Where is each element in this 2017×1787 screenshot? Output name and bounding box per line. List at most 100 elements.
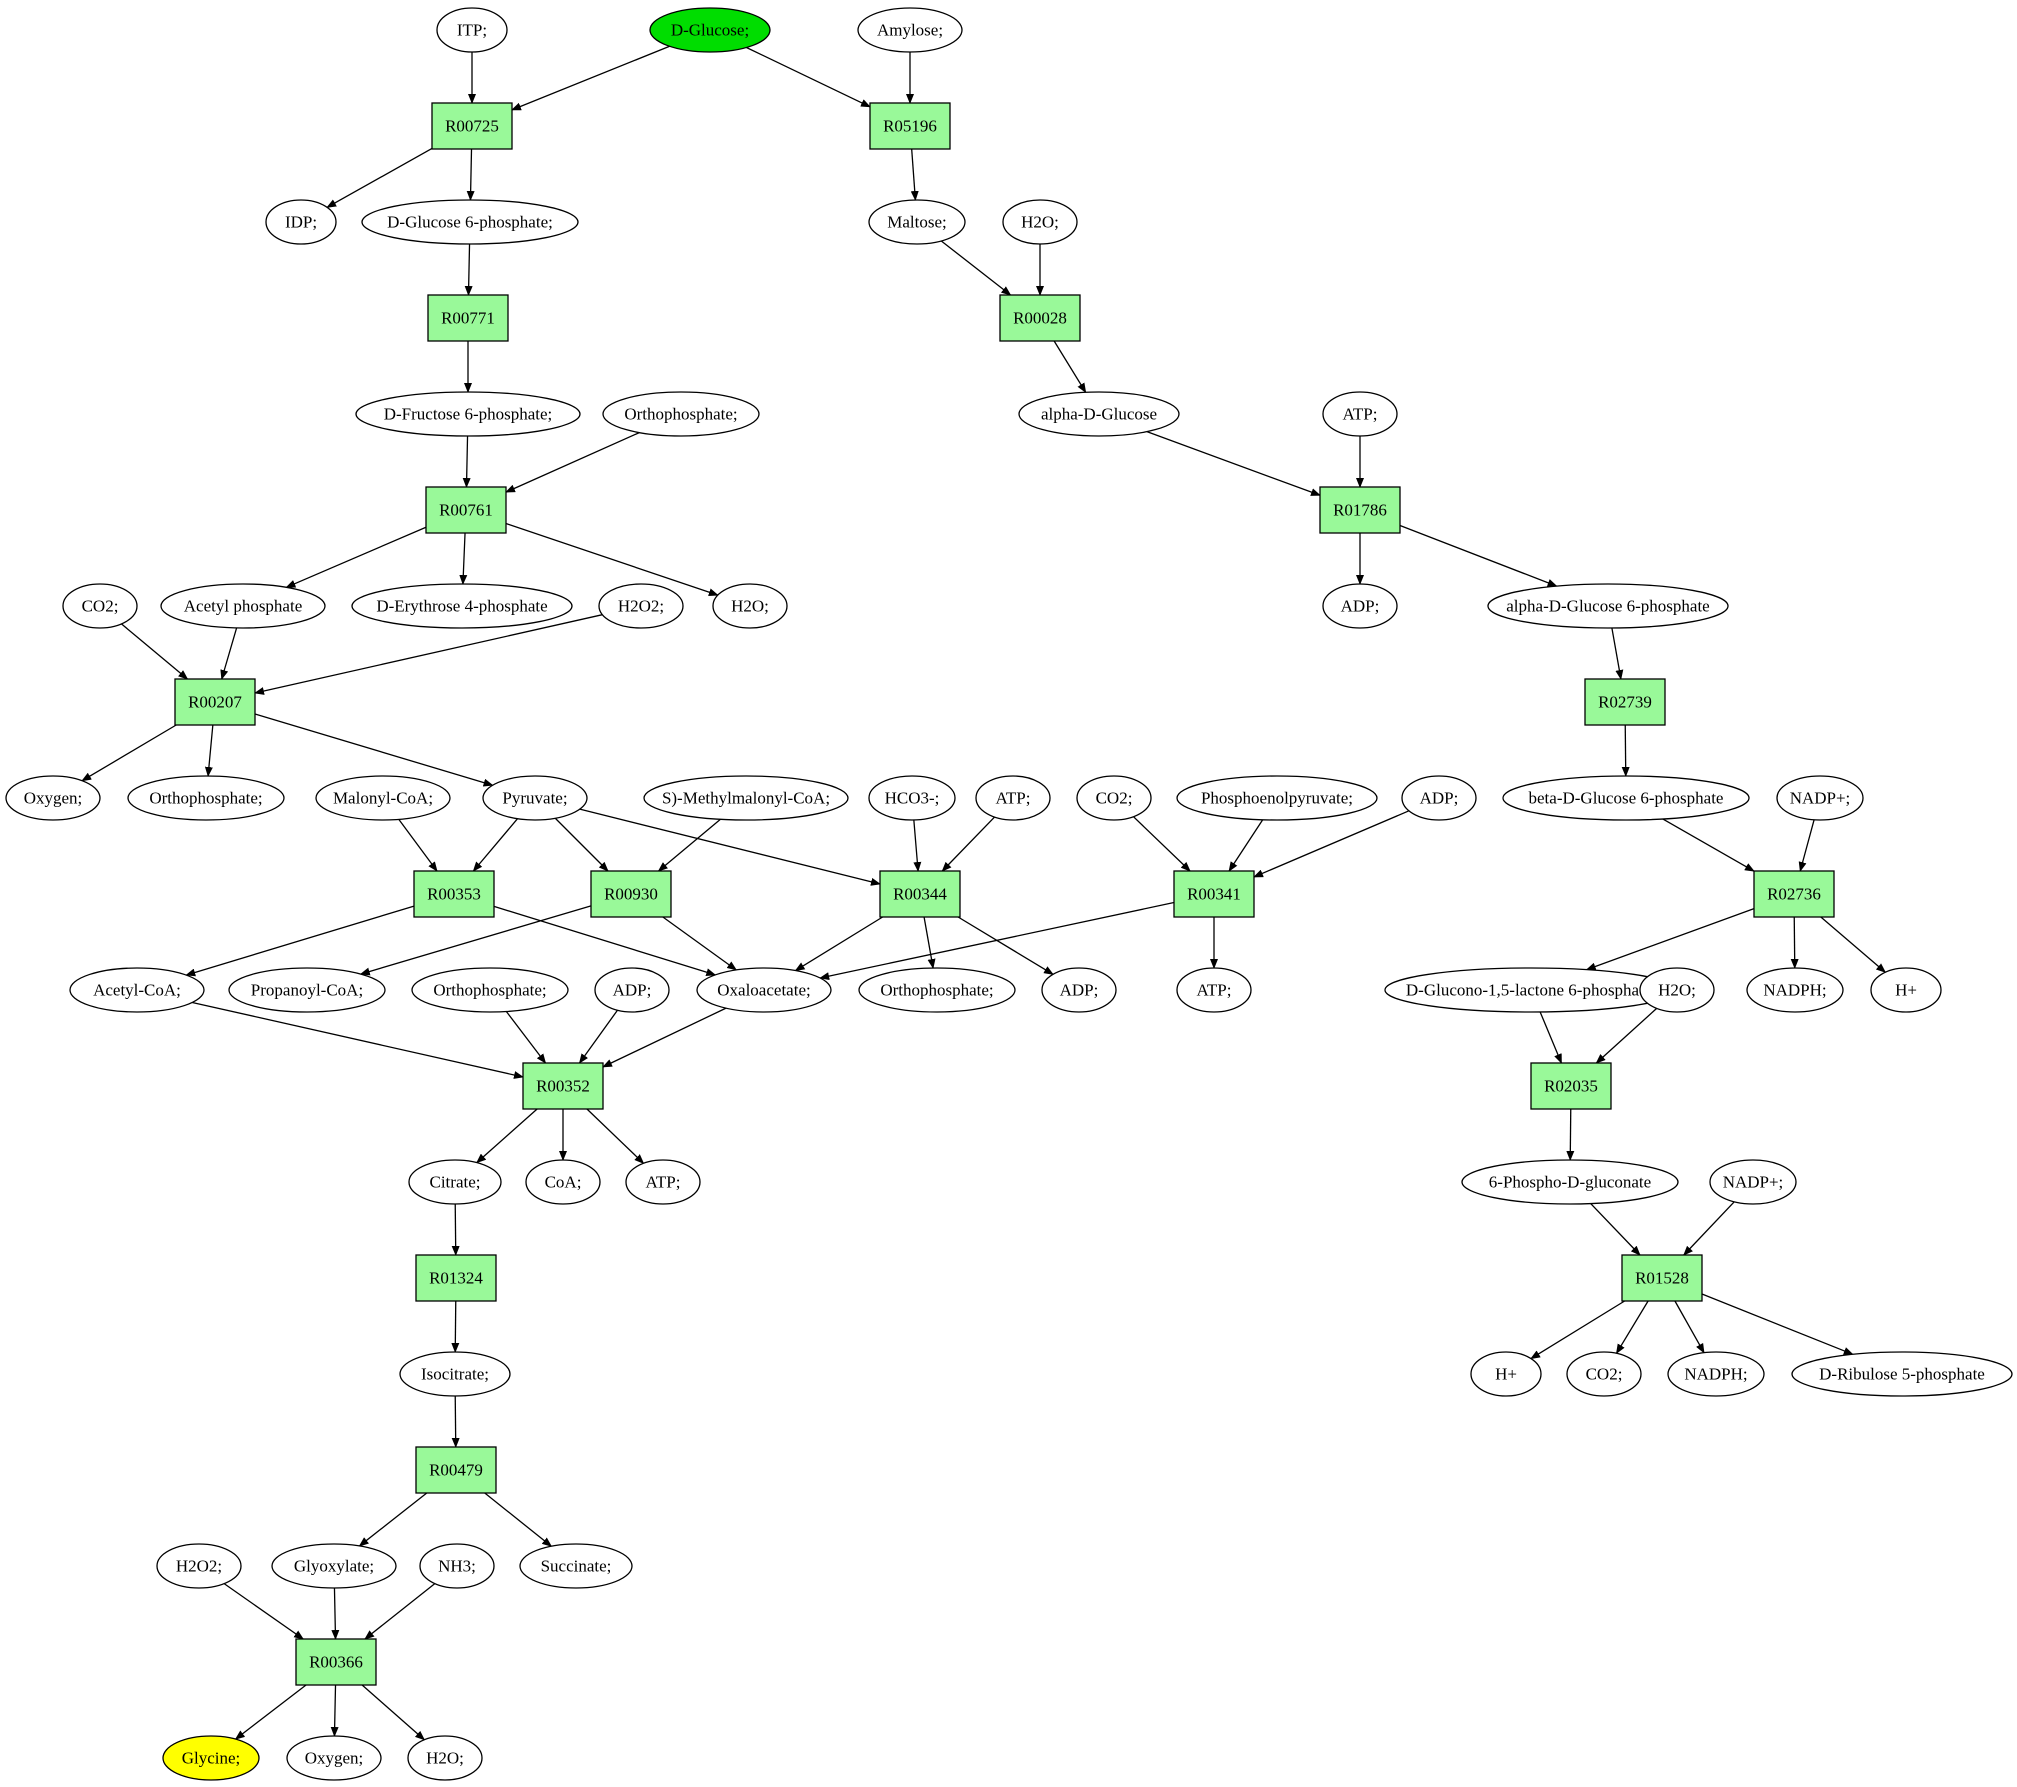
compound-node-atp_a[interactable]: ATP; — [1322, 391, 1398, 437]
reaction-node-r00353[interactable]: R00353 — [413, 870, 495, 918]
compound-node-h2o2_b[interactable]: H2O2; — [156, 1543, 242, 1589]
reaction-node-r01324[interactable]: R01324 — [415, 1254, 497, 1302]
compound-node-nadph_b[interactable]: NADPH; — [1667, 1351, 1765, 1397]
compound-node-h2o2_a[interactable]: H2O2; — [598, 583, 684, 629]
compound-node-coa[interactable]: CoA; — [525, 1159, 601, 1205]
compound-ellipse — [1776, 775, 1864, 821]
reaction-node-r00352[interactable]: R00352 — [522, 1062, 604, 1110]
compound-node-co2_a[interactable]: CO2; — [62, 583, 138, 629]
compound-node-adglucose[interactable]: alpha-D-Glucose — [1018, 391, 1180, 437]
compound-node-malonylcoa[interactable]: Malonyl-CoA; — [315, 775, 451, 821]
compound-ellipse — [1566, 1351, 1642, 1397]
compound-node-h2o_b[interactable]: H2O; — [712, 583, 788, 629]
compound-node-hplus_b[interactable]: H+ — [1470, 1351, 1542, 1397]
reaction-node-r00725[interactable]: R00725 — [431, 102, 513, 150]
compound-node-atp_d[interactable]: ATP; — [625, 1159, 701, 1205]
compound-node-itp[interactable]: ITP; — [436, 7, 508, 53]
compound-ellipse — [315, 775, 451, 821]
reaction-node-r00771[interactable]: R00771 — [427, 294, 509, 342]
compound-node-orthop_a[interactable]: Orthophosphate; — [602, 391, 760, 437]
reaction-box — [413, 870, 495, 918]
reaction-node-r00207[interactable]: R00207 — [174, 678, 256, 726]
reaction-node-r00761[interactable]: R00761 — [425, 486, 507, 534]
compound-node-hplus_a[interactable]: H+ — [1870, 967, 1942, 1013]
compound-node-glycine[interactable]: Glycine; — [162, 1735, 260, 1781]
compound-node-atp_b[interactable]: ATP; — [975, 775, 1051, 821]
compound-node-nadp_a[interactable]: NADP+; — [1776, 775, 1864, 821]
compound-node-co2_b[interactable]: CO2; — [1076, 775, 1152, 821]
compound-node-smethyl[interactable]: S)-Methylmalonyl-CoA; — [643, 775, 849, 821]
compound-node-isocitrate[interactable]: Isocitrate; — [399, 1351, 511, 1397]
reaction-node-r01786[interactable]: R01786 — [1319, 486, 1401, 534]
compound-node-h2o_c[interactable]: H2O; — [1639, 967, 1715, 1013]
reaction-node-r00344[interactable]: R00344 — [879, 870, 961, 918]
compound-ellipse — [712, 583, 788, 629]
compound-node-citrate[interactable]: Citrate; — [408, 1159, 502, 1205]
compound-node-oxygen_b[interactable]: Oxygen; — [286, 1735, 382, 1781]
compound-node-hco3[interactable]: HCO3-; — [868, 775, 956, 821]
node-label: R01324 — [429, 1269, 483, 1288]
compound-node-h2o_a[interactable]: H2O; — [1002, 199, 1078, 245]
reaction-node-r00479[interactable]: R00479 — [415, 1446, 497, 1494]
reaction-node-r00930[interactable]: R00930 — [590, 870, 672, 918]
compound-node-glyoxylate[interactable]: Glyoxylate; — [271, 1543, 397, 1589]
compound-node-oxygen_a[interactable]: Oxygen; — [5, 775, 101, 821]
compound-node-h2o_d[interactable]: H2O; — [407, 1735, 483, 1781]
compound-node-g6p[interactable]: D-Glucose 6-phosphate; — [361, 199, 579, 245]
compound-node-pep[interactable]: Phosphoenolpyruvate; — [1176, 775, 1378, 821]
node-label: Orthophosphate; — [433, 981, 546, 1000]
node-label: R00366 — [309, 1653, 363, 1672]
reaction-node-r00366[interactable]: R00366 — [295, 1638, 377, 1686]
compound-node-co2_c[interactable]: CO2; — [1566, 1351, 1642, 1397]
compound-node-ag6p[interactable]: alpha-D-Glucose 6-phosphate — [1487, 583, 1729, 629]
compound-node-orthop_c[interactable]: Orthophosphate; — [411, 967, 569, 1013]
compound-node-atp_c[interactable]: ATP; — [1176, 967, 1252, 1013]
reaction-node-r02739[interactable]: R02739 — [1584, 678, 1666, 726]
compound-ellipse — [1870, 967, 1942, 1013]
compound-ellipse — [436, 7, 508, 53]
compound-node-nadph_a[interactable]: NADPH; — [1746, 967, 1844, 1013]
compound-node-pyruvate[interactable]: Pyruvate; — [482, 775, 588, 821]
compound-node-e4p[interactable]: D-Erythrose 4-phosphate — [351, 583, 573, 629]
compound-node-ribulose[interactable]: D-Ribulose 5-phosphate — [1791, 1351, 2013, 1397]
compound-node-nh3[interactable]: NH3; — [419, 1543, 495, 1589]
compound-node-acetylcoa[interactable]: Acetyl-CoA; — [69, 967, 205, 1013]
compound-node-idp[interactable]: IDP; — [265, 199, 337, 245]
compound-ellipse — [857, 7, 963, 53]
compound-node-acetylp[interactable]: Acetyl phosphate — [160, 583, 326, 629]
edge-r01324-to-isocitrate — [451, 1300, 460, 1354]
compound-node-dglucose[interactable]: D-Glucose; — [649, 7, 771, 53]
compound-node-orthop_b[interactable]: Orthophosphate; — [127, 775, 285, 821]
compound-node-glucono[interactable]: D-Glucono-1,5-lactone 6-phosphate; — [1384, 967, 1678, 1013]
edge-r02739-to-bg6p — [1621, 724, 1630, 778]
compound-node-succinate[interactable]: Succinate; — [519, 1543, 633, 1589]
node-label: Acetyl phosphate — [184, 597, 303, 616]
reaction-node-r02736[interactable]: R02736 — [1753, 870, 1835, 918]
compound-node-oaa[interactable]: Oxaloacetate; — [696, 967, 832, 1013]
reaction-node-r01528[interactable]: R01528 — [1621, 1254, 1703, 1302]
reaction-node-r00341[interactable]: R00341 — [1173, 870, 1255, 918]
compound-node-propcoa[interactable]: Propanoyl-CoA; — [228, 967, 386, 1013]
compound-node-nadp_b[interactable]: NADP+; — [1709, 1159, 1797, 1205]
reaction-node-r05196[interactable]: R05196 — [869, 102, 951, 150]
compound-ellipse — [525, 1159, 601, 1205]
compound-node-amylose[interactable]: Amylose; — [857, 7, 963, 53]
compound-ellipse — [1176, 967, 1252, 1013]
compound-node-orthop_d[interactable]: Orthophosphate; — [858, 967, 1016, 1013]
compound-node-maltose[interactable]: Maltose; — [868, 199, 966, 245]
compound-node-adp_d[interactable]: ADP; — [1041, 967, 1117, 1013]
compound-ellipse — [1639, 967, 1715, 1013]
compound-ellipse — [1791, 1351, 2013, 1397]
reaction-node-r02035[interactable]: R02035 — [1530, 1062, 1612, 1110]
edge-ag6p-to-r02739 — [1611, 627, 1624, 680]
compound-node-adp_c[interactable]: ADP; — [594, 967, 670, 1013]
compound-node-bg6p[interactable]: beta-D-Glucose 6-phosphate — [1502, 775, 1750, 821]
compound-node-pgluconate[interactable]: 6-Phospho-D-gluconate — [1461, 1159, 1679, 1205]
compound-node-f6p[interactable]: D-Fructose 6-phosphate; — [355, 391, 581, 437]
reaction-box — [174, 678, 256, 726]
compound-node-adp_b[interactable]: ADP; — [1401, 775, 1477, 821]
edge-r00207-to-oxygen_a — [81, 724, 177, 782]
compound-ellipse — [271, 1543, 397, 1589]
reaction-node-r00028[interactable]: R00028 — [999, 294, 1081, 342]
compound-node-adp_a[interactable]: ADP; — [1322, 583, 1398, 629]
